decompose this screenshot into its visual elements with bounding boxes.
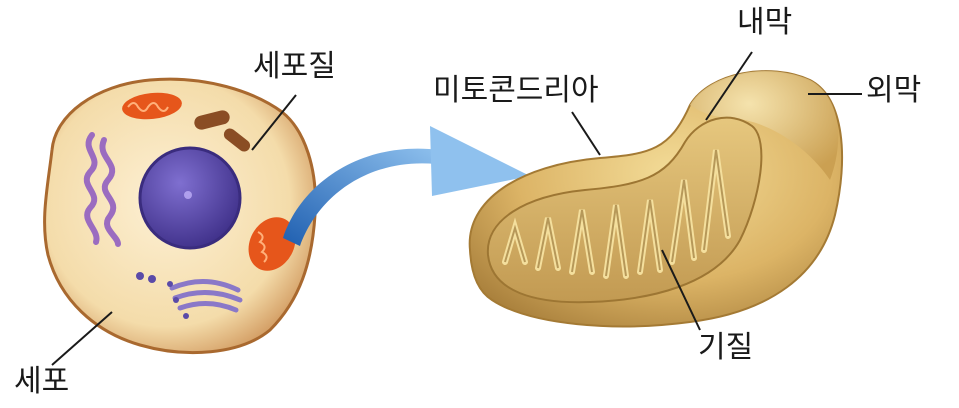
label-matrix: 기질	[698, 333, 753, 363]
label-mitochondria: 미토콘드리아	[433, 76, 599, 106]
label-outer-membrane: 외막	[866, 76, 921, 106]
label-cell: 세포	[14, 367, 69, 397]
mitochondrion-illustration	[470, 71, 842, 326]
label-inner-membrane: 내막	[737, 8, 792, 38]
label-cytoplasm: 세포질	[253, 52, 336, 82]
leader-cell	[52, 312, 112, 365]
nucleolus	[184, 191, 192, 199]
leader-mitochondria	[572, 112, 600, 155]
